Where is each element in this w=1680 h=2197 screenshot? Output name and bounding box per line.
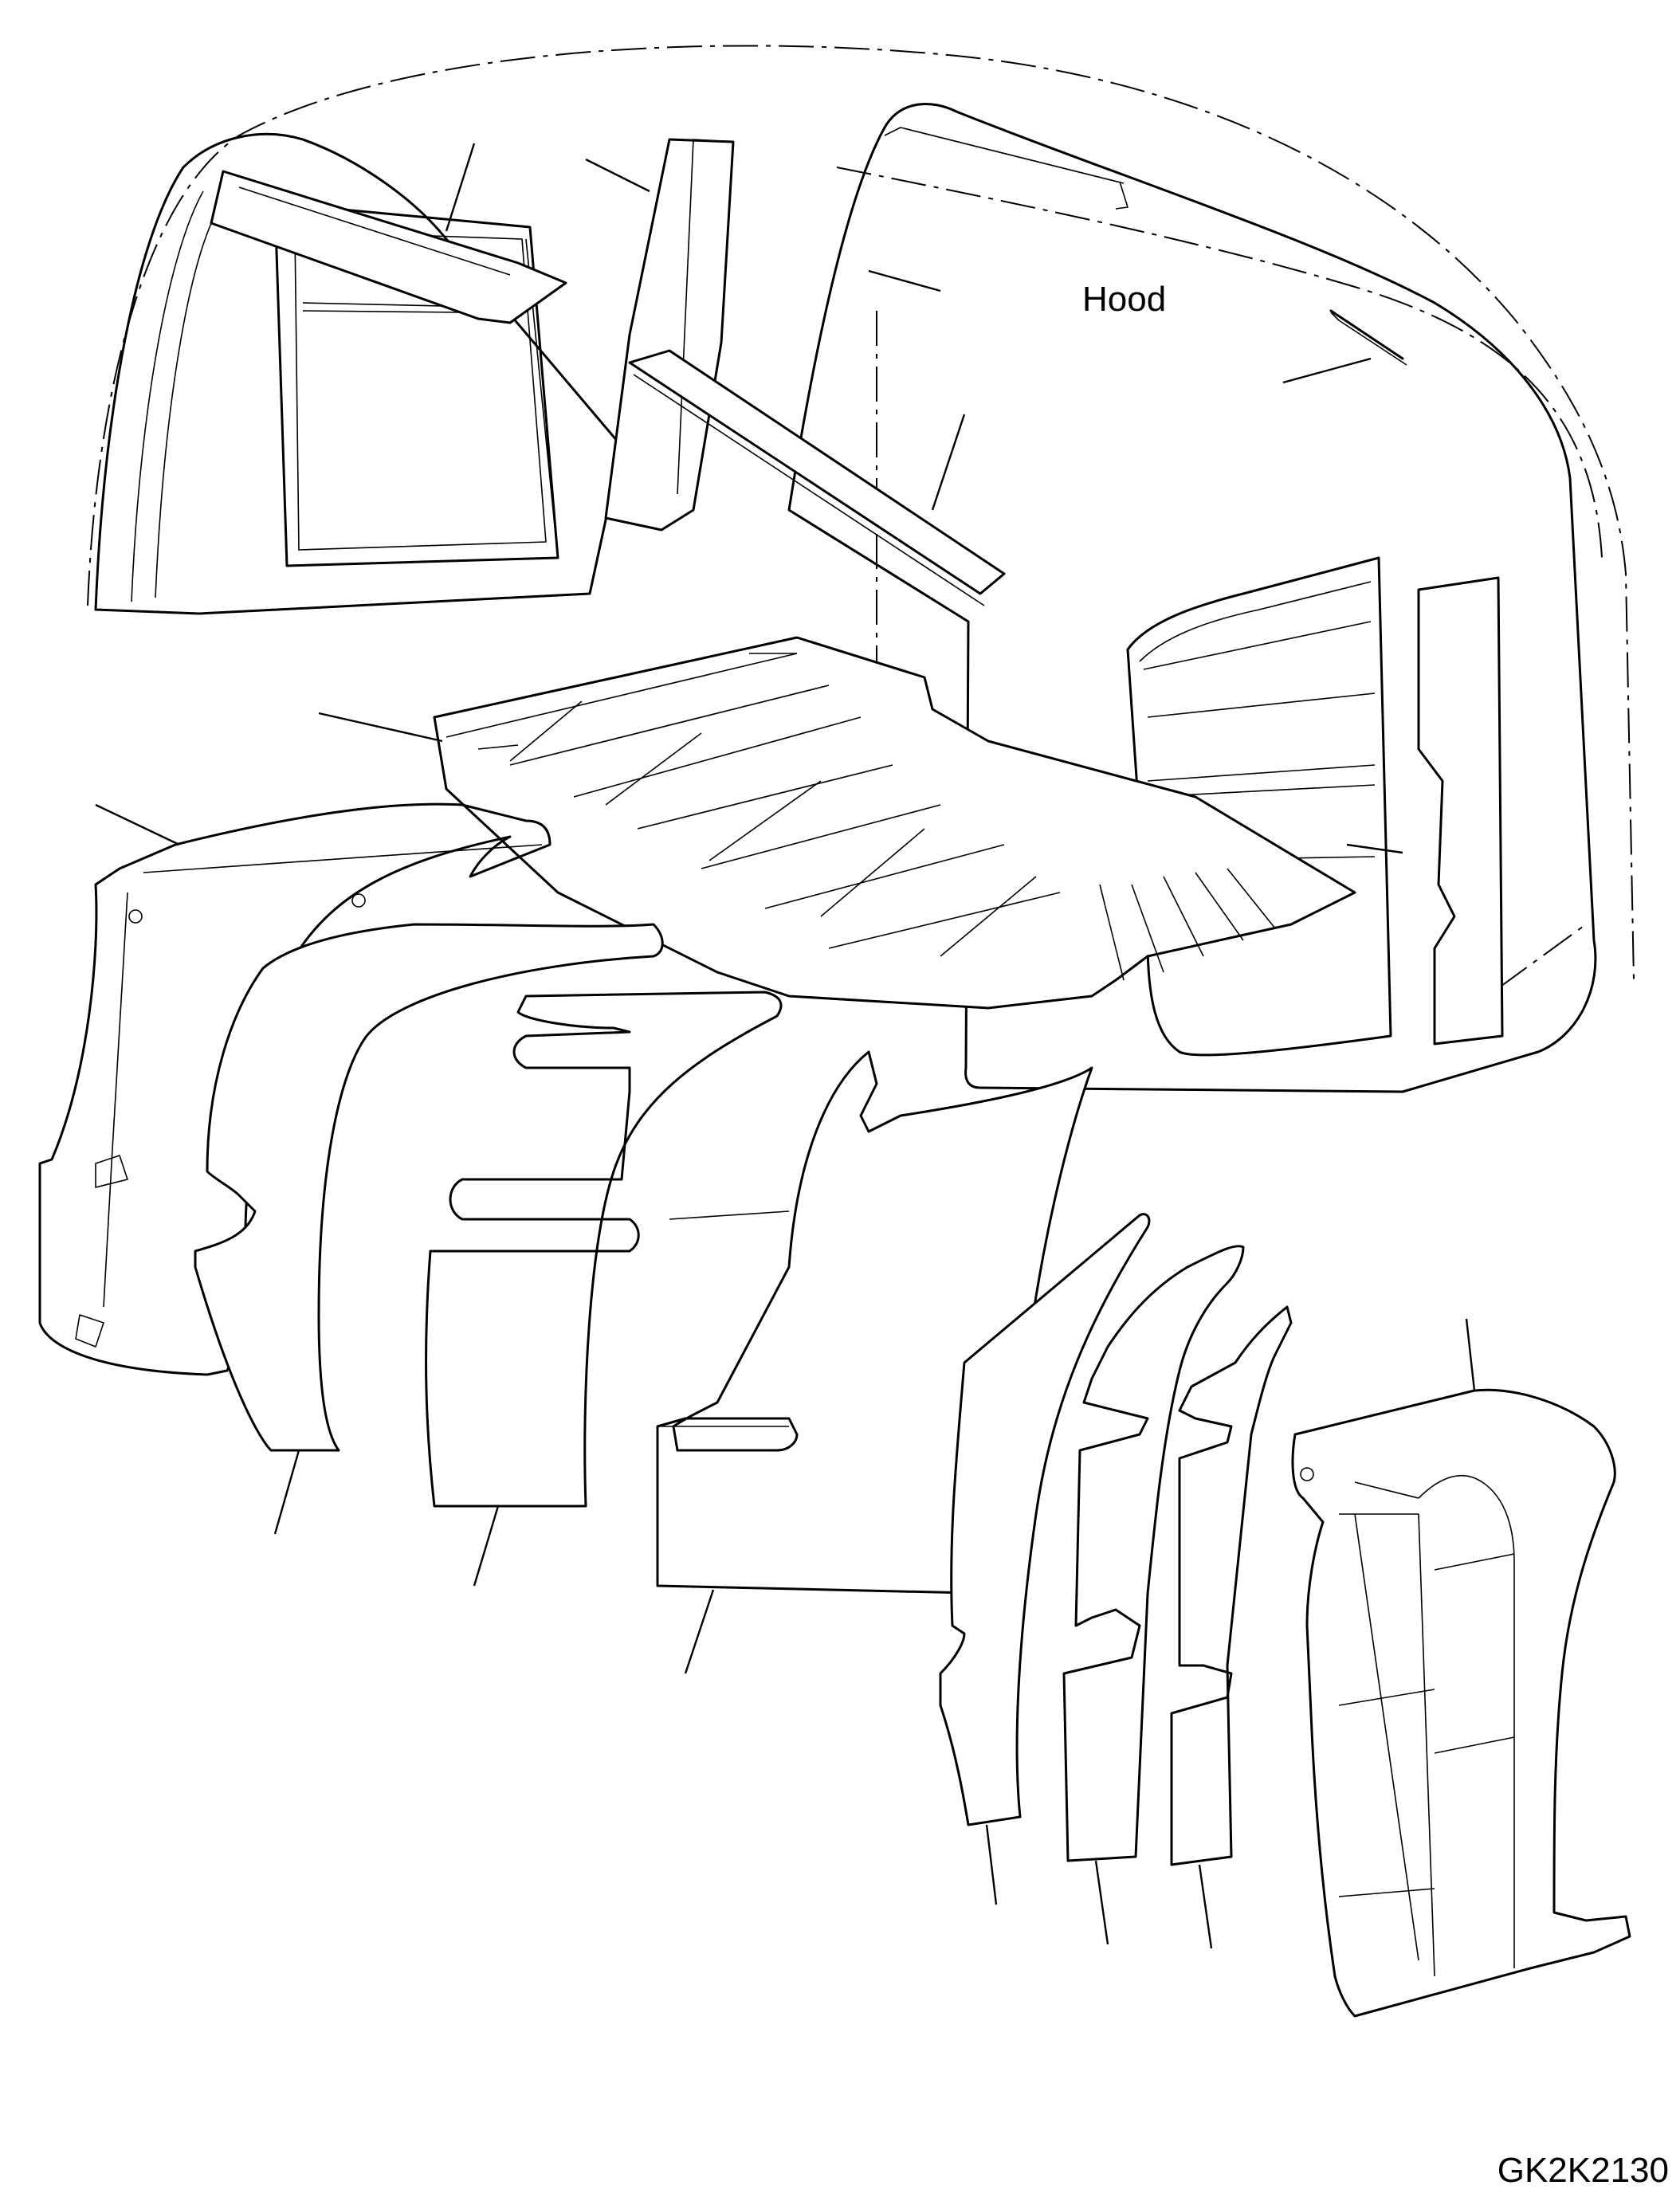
hood-label: Hood [1082,280,1166,319]
foam-strip-top-left [210,170,567,324]
hood-right-opening [1126,556,1504,1057]
insulation-panel-2 [425,991,783,1508]
hood-rear-frame [94,132,623,615]
hood-shell [787,103,1597,1093]
insulation-panel-1 [194,923,664,1452]
pillar-pad-rear [604,138,735,532]
hood-floor-plate [433,636,1356,1010]
foam-strip-top-center [628,349,1006,606]
insulation-strip-1 [939,1213,1151,1826]
drawing-code: GK2K2130 [1497,2151,1669,2190]
insulation-strip-2 [1062,1245,1245,1862]
rear-right-cover [1291,1388,1631,2018]
insulation-strip-3 [1170,1305,1293,1866]
leader-lines [95,143,1476,1949]
hood-phantom-outline [87,45,1635,989]
